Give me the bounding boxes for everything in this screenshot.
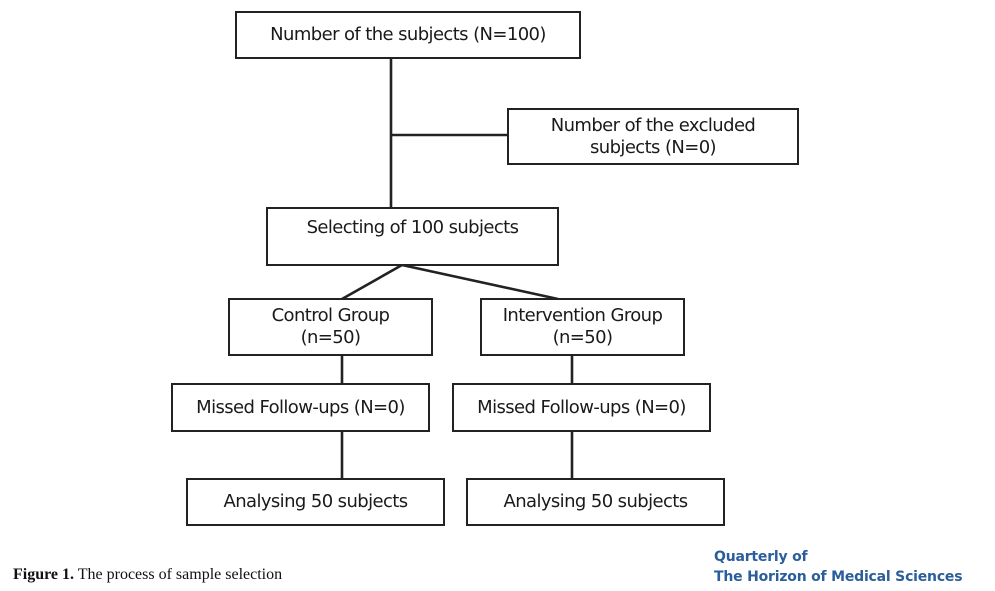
node-total-subjects: Number of the subjects (N=100) [235, 11, 581, 59]
node-intervention-group-line-1: Intervention Group [502, 305, 663, 326]
journal-name-line-2: The Horizon of Medical Sciences [714, 569, 963, 585]
journal-name: Quarterly of The Horizon of Medical Scie… [714, 547, 963, 587]
node-total-subjects-line-1: Number of the subjects (N=100) [270, 24, 546, 45]
journal-name-line-1: Quarterly of [714, 549, 808, 565]
node-control-group: Control Group (n=50) [228, 298, 433, 356]
node-missed-followups-control-line-1: Missed Follow-ups (N=0) [196, 396, 405, 418]
node-control-group-line-1: Control Group [271, 305, 390, 326]
node-intervention-group-line-2: (n=50) [552, 327, 613, 348]
node-missed-followups-intervention-line-1: Missed Follow-ups (N=0) [477, 396, 686, 418]
figure-caption-text: The process of sample selection [74, 566, 283, 583]
node-intervention-group: Intervention Group (n=50) [480, 298, 685, 356]
node-missed-followups-intervention: Missed Follow-ups (N=0) [452, 383, 711, 432]
node-analysing-intervention-line-1: Analysing 50 subjects [503, 491, 689, 512]
node-control-group-line-2: (n=50) [300, 327, 361, 348]
node-excluded-subjects-line-2: subjects (N=0) [590, 136, 717, 158]
node-excluded-subjects-line-1: Number of the excluded [550, 114, 756, 136]
node-analysing-control-line-1: Analysing 50 subjects [223, 491, 409, 512]
node-analysing-control: Analysing 50 subjects [186, 478, 445, 526]
node-selecting-subjects: Selecting of 100 subjects [266, 207, 559, 266]
node-excluded-subjects: Number of the excluded subjects (N=0) [507, 108, 799, 165]
node-missed-followups-control: Missed Follow-ups (N=0) [171, 383, 430, 432]
edge-selecting-to-control [341, 263, 403, 301]
node-analysing-intervention: Analysing 50 subjects [466, 478, 725, 526]
figure-caption: Figure 1. The process of sample selectio… [13, 566, 282, 584]
figure-caption-label: Figure 1. [13, 566, 75, 583]
node-selecting-subjects-line-1: Selecting of 100 subjects [306, 217, 519, 238]
edge-selecting-to-intervention [401, 263, 559, 301]
